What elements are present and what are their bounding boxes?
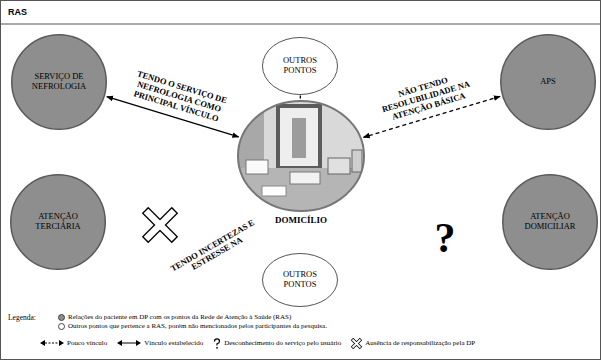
node-outline <box>237 100 365 212</box>
node-shape <box>263 38 338 95</box>
dashed-sample <box>40 339 64 347</box>
legend-text: Pouco vínculo <box>67 339 107 347</box>
ras-point-circle: SERVIÇO DE NEFROLOGIA <box>11 34 107 130</box>
cross-sample <box>351 338 362 349</box>
sample-cross <box>352 339 361 348</box>
annotation: TENDO INCERTEZAS E ESTRESSE NA <box>167 217 263 283</box>
home-node: DOMICÍLIO <box>237 100 365 225</box>
sample-heads <box>117 340 141 346</box>
ras-point-circle: ATENÇÃO DOMICILIAR <box>502 174 598 270</box>
other-points-oval: OUTROS PONTOS <box>262 37 338 95</box>
node-shape <box>501 35 596 130</box>
edge-label: TENDO O SERVIÇO DE NEFROLOGIA COMO PRINC… <box>118 66 239 129</box>
legend-item: Pouco vínculo <box>40 339 107 347</box>
node-label: OUTROS PONTOS <box>276 56 324 76</box>
legend-item: Vínculo estabelecido <box>117 339 203 347</box>
legend-text: Ausência de responsabilização pela DP <box>365 339 475 347</box>
edge-label: NÃO TENDO RESOLUBILIDADE NA ATENÇÃO BÁSI… <box>365 66 486 128</box>
sample-dot <box>216 347 218 349</box>
node-shape <box>11 175 106 270</box>
diagram-title: RAS <box>8 7 27 17</box>
legend-text: Relações do paciente em DP com os pontos… <box>68 313 291 321</box>
sample-line <box>45 343 59 344</box>
node-label: APS <box>540 77 556 87</box>
sample-line <box>122 343 136 344</box>
legend-item: Ausência de responsabilização pela DP <box>351 338 475 349</box>
legend-heading: Legenda: <box>8 314 36 322</box>
home-photo <box>236 100 366 212</box>
other-points-link <box>300 95 301 99</box>
node-shape <box>503 175 598 270</box>
legend-item: Relações do paciente em DP com os pontos… <box>58 313 327 321</box>
no-responsibility-cross <box>145 210 175 240</box>
ras-point-circle: APS <box>500 34 596 130</box>
legend-text: Desconhecimento do serviço pelo usuário <box>224 339 341 347</box>
legend-swatch <box>58 323 65 330</box>
legend-text: Vínculo estabelecido <box>144 339 203 347</box>
node-label: ATENÇÃO TERCIÁRIA <box>22 212 94 232</box>
legend-group: Pouco vínculo Vínculo estabelecido Desconh… <box>40 338 475 349</box>
sample-mark <box>215 339 220 346</box>
node-shape <box>263 254 338 307</box>
solid-sample <box>117 339 141 347</box>
node-label: ATENÇÃO DOMICILIAR <box>514 212 586 232</box>
legend-text: Outros pontos que pertence a RAS, porém … <box>68 322 327 330</box>
header-rule <box>0 24 601 25</box>
ras-point-circle: ATENÇÃO TERCIÁRIA <box>10 174 106 270</box>
legend-group: Relações do paciente em DP com os pontos… <box>58 313 327 330</box>
other-points-oval: OUTROS PONTOS <box>262 253 338 307</box>
node-label: SERVIÇO DE NEFROLOGIA <box>23 72 95 92</box>
sample-heads <box>40 340 64 346</box>
legend-item: Desconhecimento do serviço pelo usuário <box>213 338 341 349</box>
legend-swatch <box>58 314 65 321</box>
node-shape <box>12 35 107 130</box>
node-label: OUTROS PONTOS <box>276 270 324 290</box>
node-shape <box>238 101 364 211</box>
node-label: DOMICÍLIO <box>275 215 327 225</box>
unknown-service-mark: ? <box>435 215 456 261</box>
legend-item: Outros pontos que pertence a RAS, porém … <box>58 322 327 330</box>
question-sample <box>213 338 221 349</box>
